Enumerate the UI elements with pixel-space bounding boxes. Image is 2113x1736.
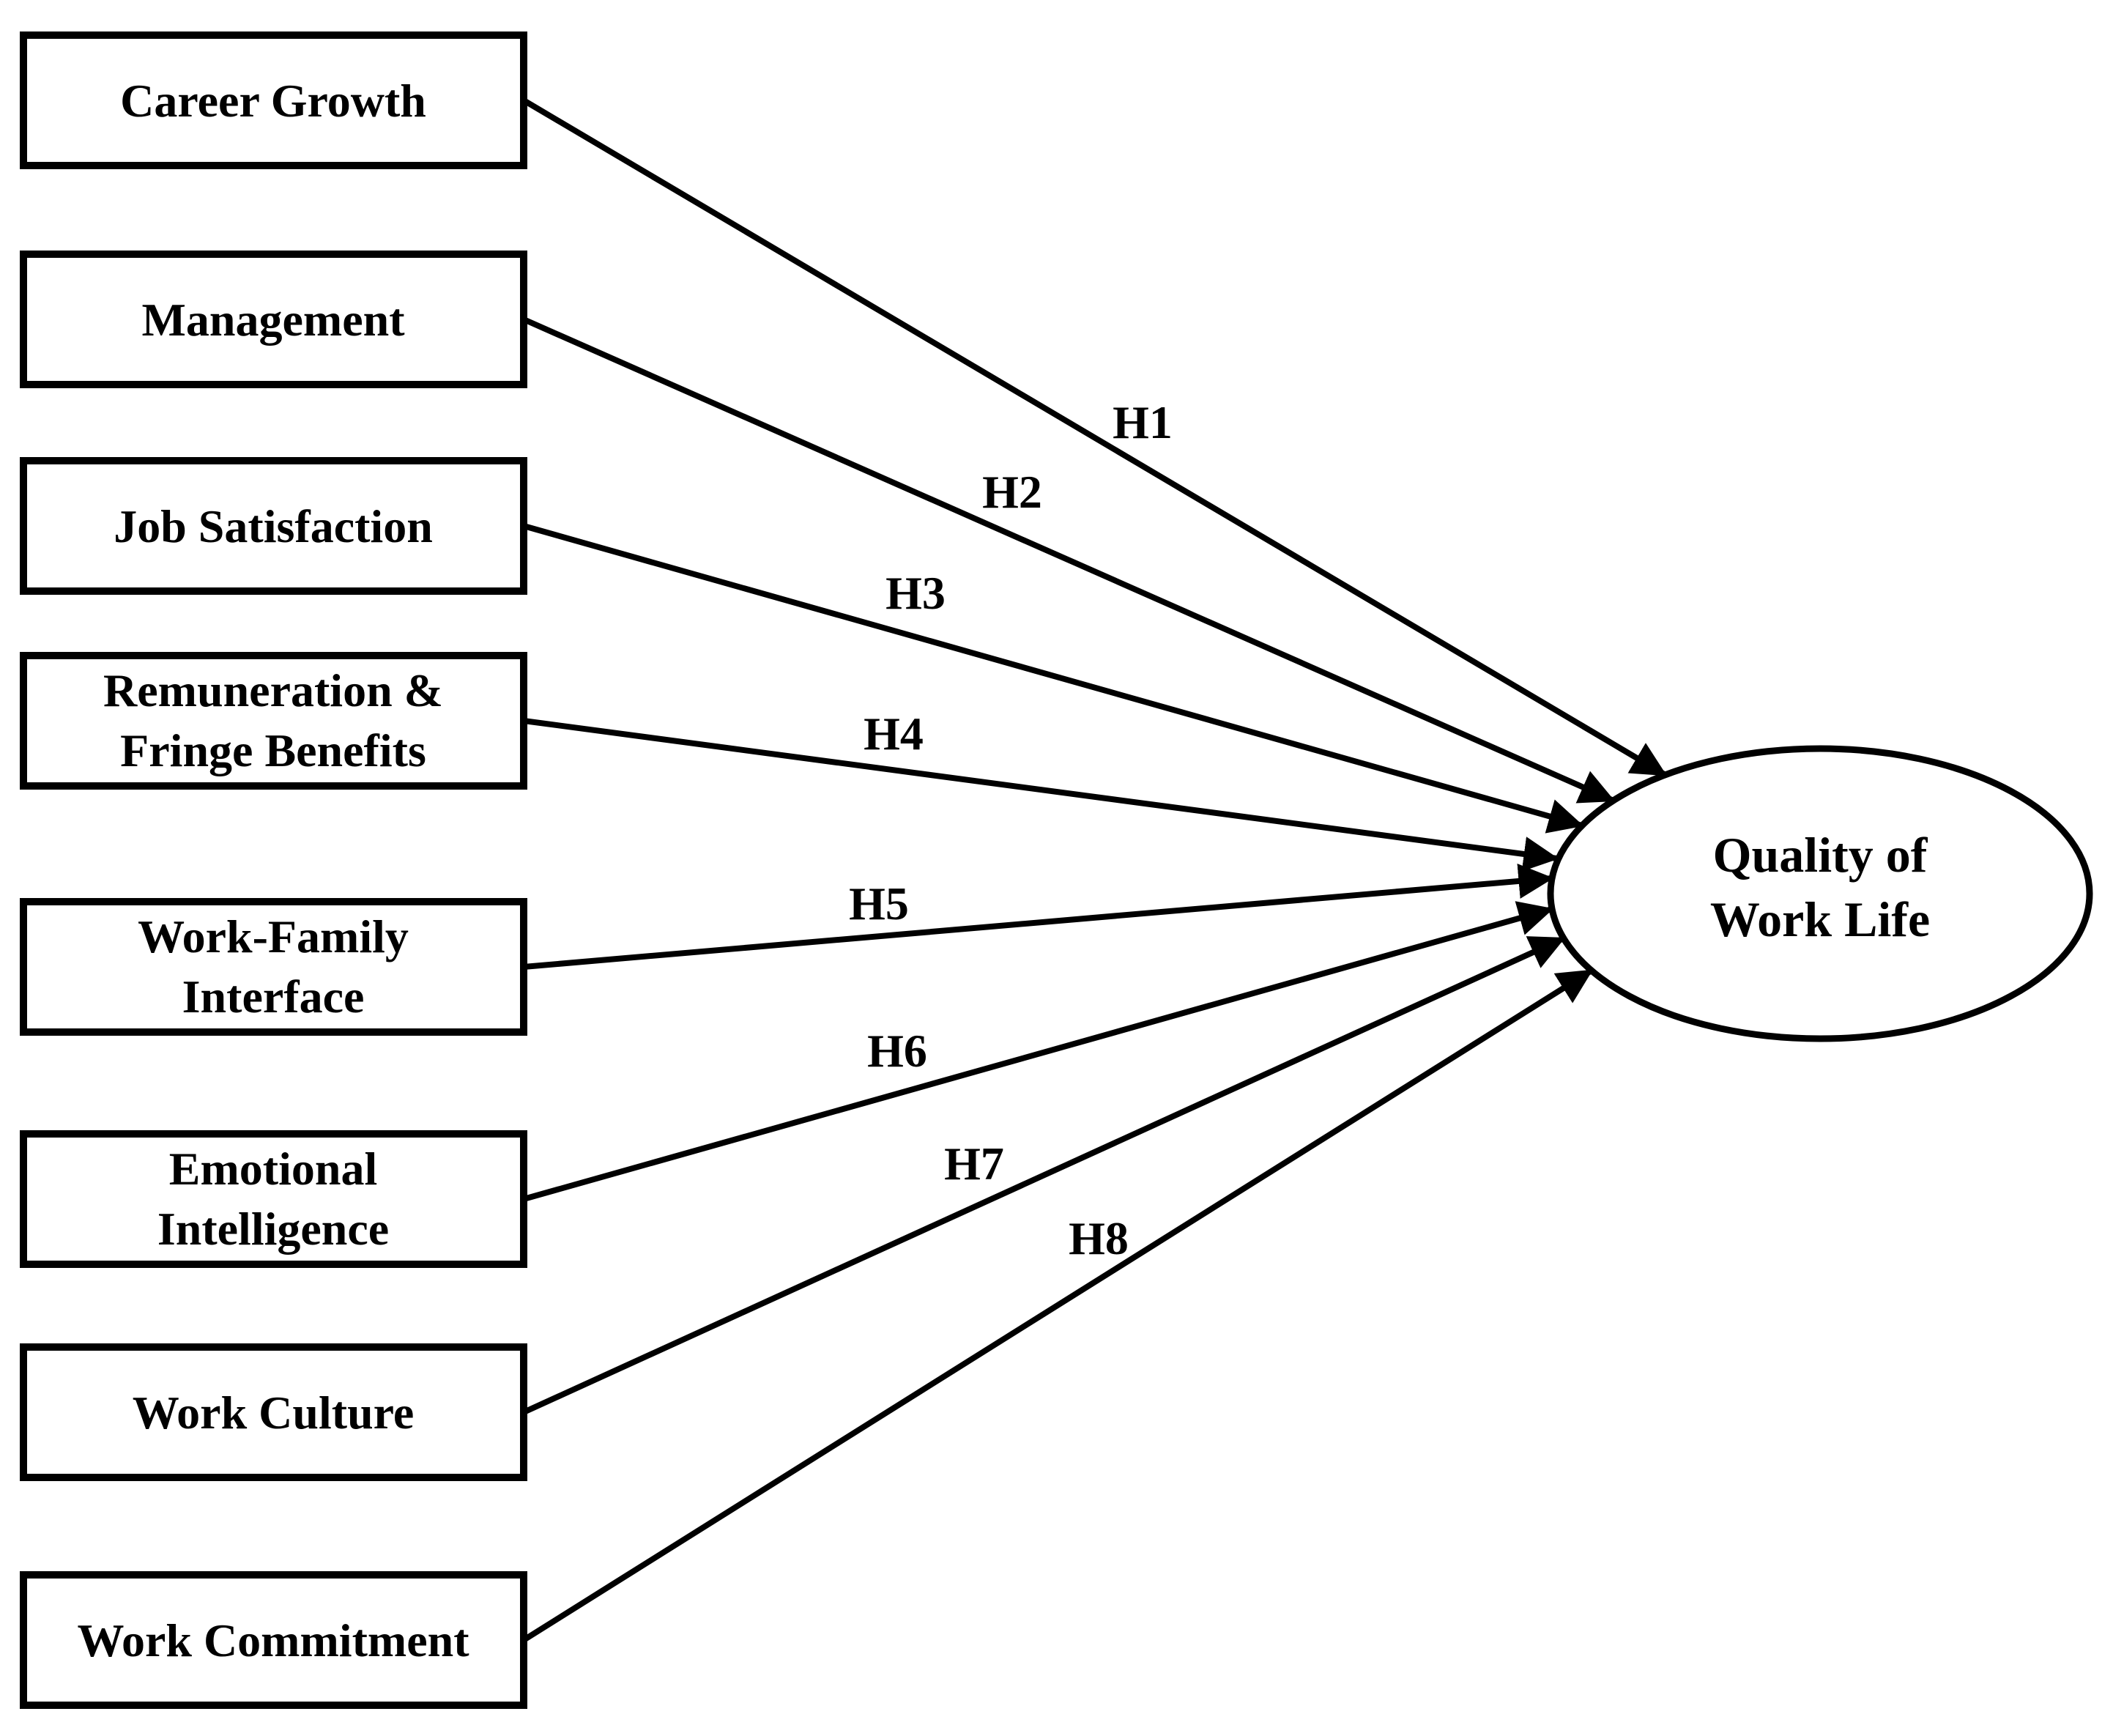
hypothesis-label-h2: H2 (982, 466, 1042, 518)
factor-label-job-satisfaction: Job Satisfaction (114, 500, 433, 552)
arrow-h2 (522, 316, 1616, 804)
factor-box-emotional-intelligence: Emotional Intelligence (20, 1130, 527, 1268)
hypothesis-label-h3: H3 (885, 567, 946, 619)
factor-label-management: Management (141, 294, 405, 346)
arrow-h8 (521, 968, 1594, 1643)
arrow-h3 (522, 523, 1584, 834)
factor-label-remuneration-line2: Fringe Benefits (120, 724, 426, 776)
hypothesis-label-h6: H6 (867, 1025, 927, 1077)
factor-box-management: Management (20, 251, 527, 388)
factor-label-career-growth: Career Growth (120, 75, 426, 127)
factor-rect-career-growth (20, 31, 527, 169)
factor-rect-work-culture (20, 1343, 527, 1481)
factor-rect-emotional-intelligence (20, 1130, 527, 1268)
arrow-h4 (523, 718, 1559, 872)
factor-rect-work-family-interface (20, 898, 527, 1036)
arrow-h5 (523, 864, 1554, 970)
factor-box-career-growth: Career Growth (20, 31, 527, 169)
outcome-label-line2: Work Life (1710, 891, 1930, 947)
hypothesis-label-h1: H1 (1113, 396, 1173, 448)
outcome-ellipse (1547, 745, 2093, 1042)
factor-label-work-family-line1: Work-Family (138, 910, 409, 962)
hypothesis-label-h5: H5 (849, 878, 909, 930)
factor-box-work-family-interface: Work-Family Interface (20, 898, 527, 1036)
factor-label-emotional-line1: Emotional (169, 1143, 377, 1195)
hypothesis-label-h8: H8 (1069, 1212, 1129, 1264)
hypothesis-label-h4: H4 (864, 708, 924, 760)
factor-box-work-culture: Work Culture (20, 1343, 527, 1481)
factor-rect-remuneration-fringe-benefits (20, 652, 527, 790)
factor-rect-management (20, 251, 527, 388)
arrow-h6 (522, 901, 1554, 1202)
factor-label-remuneration-line1: Remuneration & (103, 664, 443, 716)
hypothesis-arrows (521, 97, 1668, 1643)
arrow-h7 (522, 935, 1566, 1415)
outcome-label-line1: Quality of (1713, 827, 1928, 883)
outcome-node-quality-of-work-life: Quality of Work Life (1547, 745, 2093, 1042)
factor-box-work-commitment: Work Commitment (20, 1571, 527, 1709)
factor-box-job-satisfaction: Job Satisfaction (20, 457, 527, 595)
factor-nodes: Career Growth Management Job Satisfactio… (20, 31, 527, 1709)
factor-label-work-commitment: Work Commitment (77, 1614, 469, 1666)
factor-rect-job-satisfaction (20, 457, 527, 595)
arrow-h1 (521, 97, 1668, 778)
factor-label-emotional-line2: Intelligence (157, 1203, 389, 1255)
factor-label-work-culture: Work Culture (133, 1387, 415, 1439)
hypothesis-labels: H1 H2 H3 H4 H5 H6 H7 H8 (849, 396, 1173, 1264)
factor-label-work-family-line2: Interface (182, 971, 365, 1023)
factor-rect-work-commitment (20, 1571, 527, 1709)
factor-box-remuneration-fringe-benefits: Remuneration & Fringe Benefits (20, 652, 527, 790)
hypothesis-label-h7: H7 (944, 1138, 1004, 1190)
